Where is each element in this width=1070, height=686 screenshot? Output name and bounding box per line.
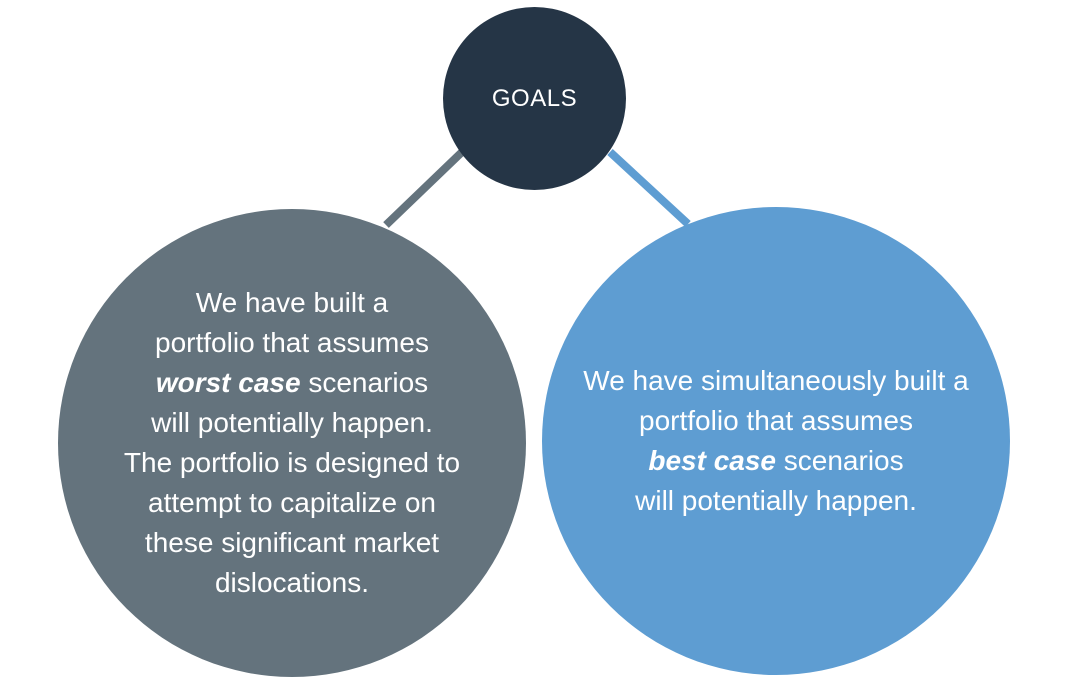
left-connector-line — [383, 149, 465, 228]
best-case-line-3: best case scenarios — [561, 441, 991, 481]
best-case-emphasis: best case — [648, 445, 776, 476]
worst-case-line-3: worst case scenarios — [102, 363, 482, 403]
worst-case-text: We have built a portfolio that assumes w… — [102, 283, 482, 603]
worst-case-line-6: attempt to capitalize on — [148, 487, 436, 518]
right-connector-line — [607, 149, 691, 227]
worst-case-line-8: dislocations. — [214, 567, 370, 598]
worst-case-circle: We have built a portfolio that assumes w… — [58, 209, 526, 677]
best-case-line-1: We have simultaneously built a — [583, 365, 969, 396]
worst-case-line-7: these significant market — [144, 527, 440, 558]
worst-case-line-5: The portfolio is designed to — [123, 447, 461, 478]
best-case-text: We have simultaneously built a portfolio… — [561, 361, 991, 521]
best-case-circle: We have simultaneously built a portfolio… — [542, 207, 1010, 675]
goals-circle: GOALS — [443, 7, 626, 190]
worst-case-line-4: will potentially happen. — [151, 407, 433, 438]
worst-case-emphasis: worst case — [155, 367, 301, 398]
best-case-line-4: will potentially happen. — [635, 485, 917, 516]
best-case-line-2: portfolio that assumes — [639, 405, 913, 436]
best-case-emphasis-rest: scenarios — [776, 445, 904, 476]
worst-case-emphasis-rest: scenarios — [300, 367, 429, 398]
goals-label: GOALS — [491, 84, 578, 112]
worst-case-line-1: We have built a — [195, 287, 389, 318]
worst-case-line-2: portfolio that assumes — [155, 327, 429, 358]
